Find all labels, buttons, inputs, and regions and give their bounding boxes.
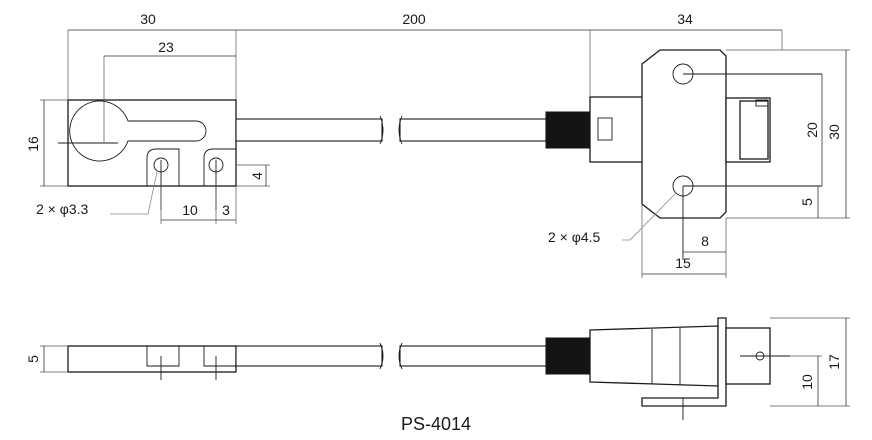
dim-connector-hole-pitch: 20 — [804, 122, 820, 138]
connector-top — [545, 49, 822, 260]
callout-sensor-holes: 2 × φ3.3 — [36, 201, 88, 217]
side-dimensions — [40, 317, 850, 407]
dim-flange-hole-edge: 5 — [799, 198, 815, 206]
dim-cable-length: 200 — [402, 11, 426, 27]
cable-top — [235, 115, 547, 145]
dim-flange-hole-offset-x: 8 — [701, 233, 709, 249]
cable-side — [235, 342, 547, 370]
flange-plate — [641, 49, 727, 219]
flange-hole-leader — [622, 192, 677, 241]
sensor-body-side — [67, 345, 237, 380]
connector-side — [545, 317, 790, 420]
dim-flange-width: 15 — [675, 255, 691, 271]
sensor-body — [58, 99, 237, 210]
dim-hole-span: 23 — [158, 39, 174, 55]
side-view: 5 10 17 — [25, 317, 850, 420]
dim-flange-height: 30 — [826, 124, 842, 140]
sensor-hole-leader — [110, 171, 158, 215]
dim-sensor-height: 16 — [25, 136, 41, 152]
dim-hole-edge-offset: 3 — [222, 202, 230, 218]
model-title: PS-4014 — [401, 414, 471, 434]
dim-sensor-thickness: 5 — [25, 355, 41, 363]
dim-connector-length: 34 — [677, 11, 693, 27]
dim-bnc-center-height: 10 — [799, 374, 815, 390]
dim-slot-bottom-offset: 4 — [249, 172, 265, 180]
dim-hole-pitch: 10 — [182, 202, 198, 218]
strain-relief-boot — [545, 111, 591, 149]
top-view: 30 23 200 34 16 4 10 3 20 30 5 8 15 2 × … — [25, 11, 850, 278]
keyhole-slot — [69, 100, 207, 162]
flange-bracket — [641, 317, 727, 407]
callout-flange-holes: 2 × φ4.5 — [548, 229, 600, 245]
dim-connector-height: 17 — [826, 354, 842, 370]
top-dimensions — [40, 29, 850, 278]
dim-sensor-length: 30 — [140, 11, 156, 27]
